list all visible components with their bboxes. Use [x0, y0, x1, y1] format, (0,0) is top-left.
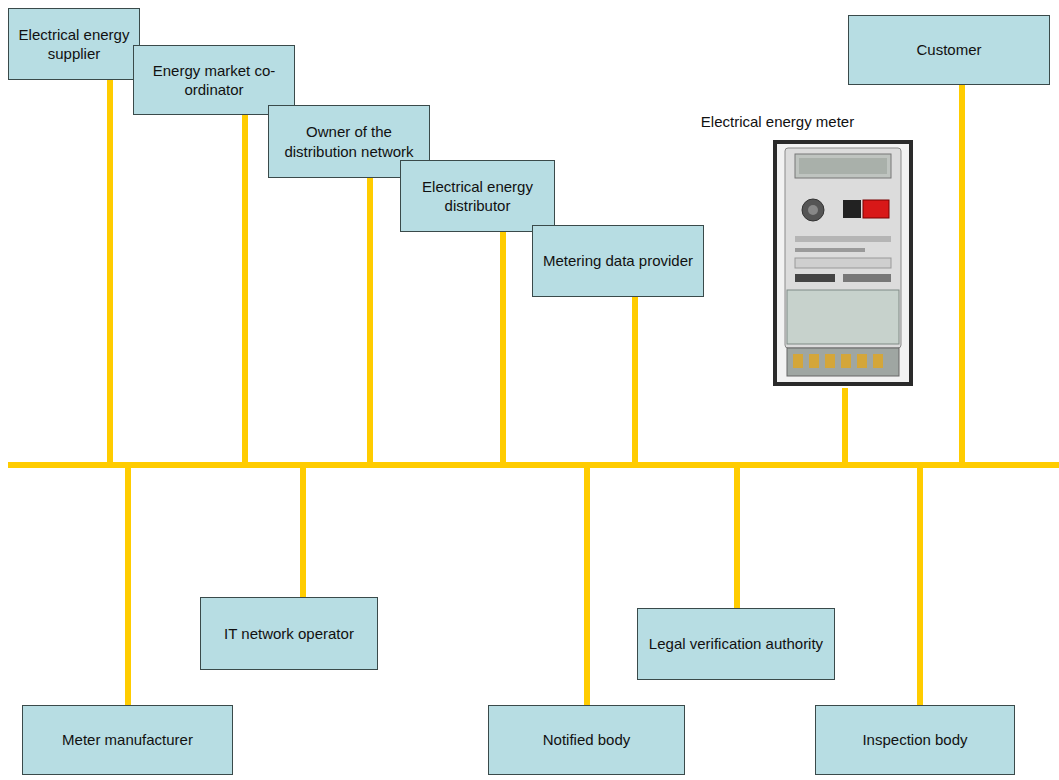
- role-box: Meter manufacturer: [22, 705, 233, 775]
- bus-connector: [587, 388, 845, 705]
- role-box: Electrical energy supplier: [8, 8, 140, 80]
- bus-connector: [128, 232, 503, 705]
- role-label: Electrical energy supplier: [16, 25, 132, 64]
- bus-connector: [303, 465, 737, 608]
- role-box: Notified body: [488, 705, 685, 775]
- bus-connector: [110, 80, 845, 465]
- bus-connector: [303, 232, 503, 597]
- meter-node: Electrical energy meter: [665, 112, 915, 388]
- bus-connector: [737, 85, 962, 608]
- bus-connector: [845, 388, 920, 705]
- bus-connector: [110, 80, 737, 608]
- bus-connector: [303, 178, 370, 597]
- bus-connector: [503, 85, 962, 465]
- bus-connector: [128, 297, 635, 705]
- bus-connector: [110, 80, 503, 465]
- role-box: Electrical energy distributor: [400, 160, 555, 232]
- role-box: Legal verification authority: [637, 608, 835, 680]
- role-label: Customer: [916, 40, 981, 60]
- role-label: IT network operator: [224, 624, 354, 644]
- role-box: Customer: [848, 15, 1050, 85]
- connector-group: [110, 80, 962, 705]
- bus-connector: [110, 80, 962, 465]
- bus-connector: [303, 85, 962, 597]
- role-box: Metering data provider: [532, 225, 704, 297]
- role-label: Inspection body: [862, 730, 967, 750]
- meter-illustration: [773, 140, 913, 386]
- bus-connector: [110, 80, 587, 705]
- bus-connector: [110, 80, 920, 705]
- role-label: Meter manufacturer: [62, 730, 193, 750]
- bus-connector: [245, 115, 303, 597]
- bus-connector: [128, 465, 587, 705]
- bus-connector: [370, 178, 737, 608]
- role-label: Legal verification authority: [649, 634, 823, 654]
- role-label: Metering data provider: [543, 251, 693, 271]
- bus-connector: [370, 85, 962, 465]
- bus-connector: [128, 85, 962, 705]
- bus-connector: [245, 115, 737, 608]
- bus-connector: [587, 465, 920, 705]
- bus-connector: [503, 232, 920, 705]
- bus-connector: [587, 85, 962, 705]
- role-box: Inspection body: [815, 705, 1015, 775]
- bus-connector: [303, 388, 845, 597]
- bus-connector: [303, 465, 920, 705]
- role-box: IT network operator: [200, 597, 378, 670]
- bus-connector: [737, 388, 845, 608]
- role-label: Notified body: [543, 730, 631, 750]
- role-label: Electrical energy distributor: [408, 177, 547, 216]
- role-label: Owner of the distribution network: [276, 122, 422, 161]
- bus-connector: [128, 178, 370, 705]
- bus-connector: [110, 80, 245, 465]
- meter-label: Electrical energy meter: [665, 112, 890, 132]
- bus-connector: [587, 297, 635, 705]
- bus-connector: [245, 85, 962, 465]
- bus-connector: [635, 297, 737, 608]
- bus-connector: [128, 465, 920, 705]
- bus-connector: [920, 85, 962, 705]
- role-label: Energy market co-ordinator: [141, 61, 287, 100]
- bus-connector: [503, 232, 587, 705]
